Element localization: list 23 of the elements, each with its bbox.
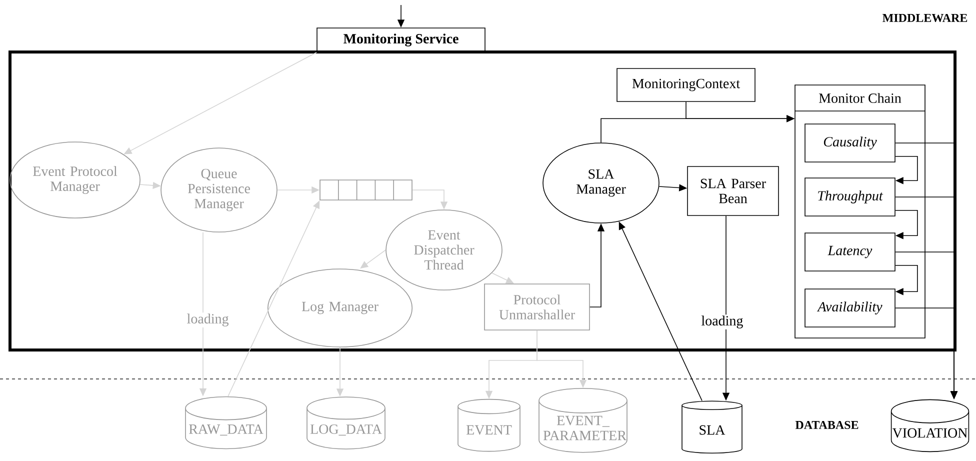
process-box: Protocol Unmarshaller (484, 284, 590, 330)
database-cylinder: SLA (682, 400, 742, 454)
arrow (895, 210, 918, 240)
node-label: Monitoring Service (344, 34, 458, 46)
edge-label: loading (700, 314, 744, 330)
process-box: Causality (804, 124, 896, 162)
process-box: MonitoringContext (616, 68, 756, 102)
edge-label: loading (186, 312, 230, 328)
arrow (895, 156, 918, 184)
database-cylinder: RAW_DATA (185, 396, 267, 450)
database-cylinder: VIOLATION (890, 399, 970, 452)
queue-drawing (320, 180, 412, 200)
process-box: Latency (804, 232, 896, 272)
database-cylinder: EVENT_ PARAMETER (538, 388, 628, 453)
process-box: Throughput (804, 178, 896, 216)
arrow (618, 222, 702, 402)
section-label: MIDDLEWARE (882, 14, 968, 22)
arrow (895, 265, 918, 296)
process-box: Availability (804, 288, 896, 328)
database-cylinder: LOG_DATA (306, 396, 386, 450)
section-label: DATABASE (795, 420, 858, 430)
database-cylinder: EVENT (458, 398, 520, 452)
process-box: SLA Parser Bean (687, 166, 779, 216)
